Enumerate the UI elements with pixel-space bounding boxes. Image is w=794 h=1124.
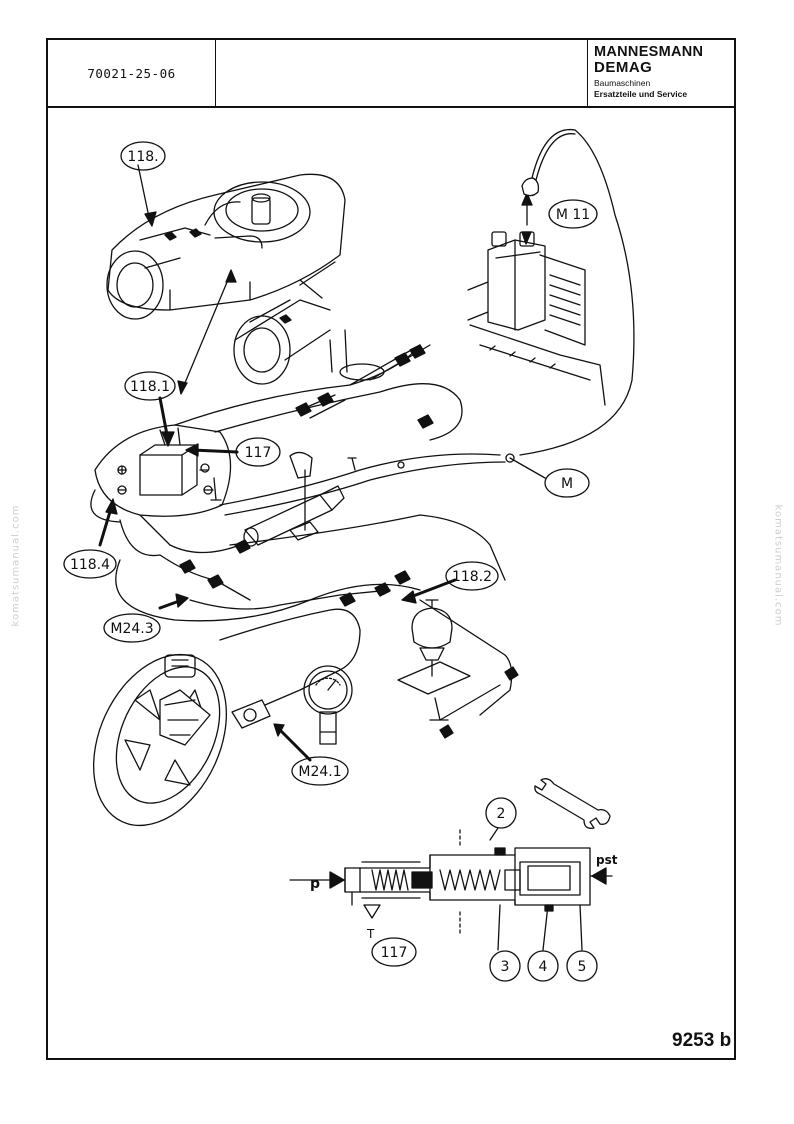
callout-m11: M 11: [556, 207, 590, 223]
callout-m24-1: M24.1: [298, 764, 341, 780]
pressure-switch-illustration: [467, 128, 635, 456]
watermark-right: komatsumanual.com: [772, 504, 784, 627]
document-number: 70021-25-06: [48, 40, 216, 106]
figure-number-suffix: b: [719, 1030, 732, 1051]
title-block-blank-cell: [216, 40, 588, 106]
accumulator-illustration: [397, 599, 471, 721]
pressure-gauge-illustration: [231, 665, 353, 745]
callout-118-4: 118.4: [70, 557, 110, 573]
callout-4: 4: [539, 959, 548, 975]
callout-118-2: 118.2: [452, 569, 492, 585]
port-p-label: p: [310, 876, 320, 892]
port-pst-label: pst: [596, 853, 618, 867]
brand-service: Ersatzteile und Service: [594, 89, 688, 99]
callout-2: 2: [497, 806, 506, 822]
callout-117-top: 117: [245, 445, 272, 461]
brand-division: Baumaschinen: [594, 78, 651, 88]
port-t-label: T: [366, 927, 375, 941]
callout-118: 118.: [127, 149, 158, 165]
leader-lines: [98, 164, 546, 762]
brand-block: MANNESMANN DEMAG Baumaschinen Ersatzteil…: [588, 40, 736, 106]
valve-block-illustration: [94, 424, 232, 517]
callout-shapes: [63, 141, 598, 982]
brand-name: MANNESMANN: [594, 44, 704, 60]
undercarriage-illustration: [106, 173, 346, 385]
callout-117-bottom: 117: [381, 945, 408, 961]
valve-cross-section: [289, 827, 613, 951]
hose-network: [90, 329, 519, 739]
callout-m: M: [561, 476, 573, 492]
wheel-illustration: [92, 653, 228, 827]
watermark-left: komatsumanual.com: [10, 504, 22, 627]
callout-m24-3: M24.3: [110, 621, 153, 637]
drawing-frame: 70021-25-06 MANNESMANN DEMAG Baumaschine…: [46, 38, 736, 1060]
callout-3: 3: [501, 959, 510, 975]
callout-5: 5: [578, 959, 587, 975]
figure-number: 9253 b: [672, 1030, 731, 1052]
brand-subname: DEMAG: [594, 59, 653, 76]
figure-number-main: 9253: [672, 1030, 715, 1051]
wrench-icon: [534, 778, 611, 829]
callout-118-1: 118.1: [130, 379, 170, 395]
title-block: 70021-25-06 MANNESMANN DEMAG Baumaschine…: [48, 40, 734, 108]
